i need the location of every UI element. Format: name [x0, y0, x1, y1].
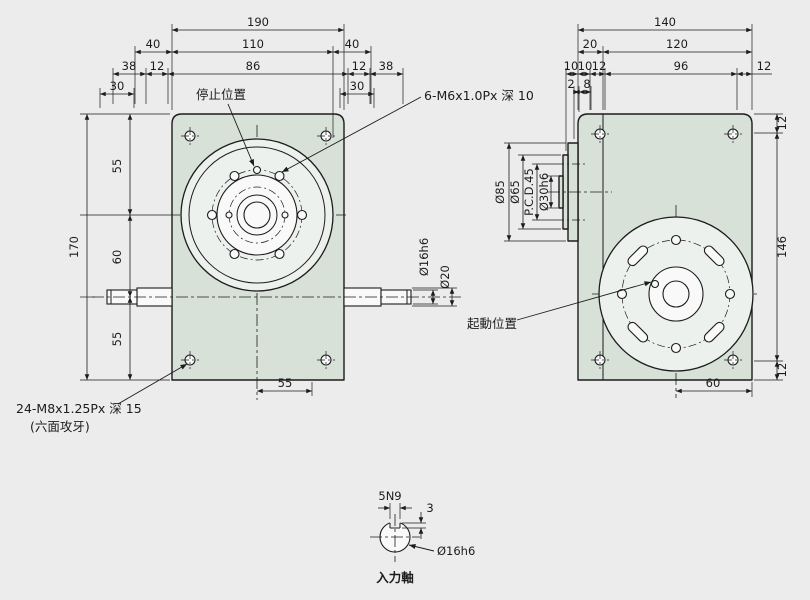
- dim-shaft-dia-20: Ø20: [438, 265, 452, 289]
- dim-12-b: 12: [757, 59, 772, 73]
- dim-2: 2: [567, 77, 574, 91]
- dim-12-top: 12: [775, 116, 789, 131]
- label-m8-note: (六面攻牙): [30, 419, 90, 434]
- dim-pcd-45: P.C.D.45: [522, 168, 536, 216]
- detail-dimension-lines: [378, 505, 424, 539]
- dim-60: 60: [110, 250, 124, 265]
- dim-12-left: 12: [150, 59, 165, 73]
- front-leaders: [117, 96, 422, 405]
- dim-dia-85: Ø85: [493, 180, 507, 204]
- dim-10-b: 10: [578, 59, 593, 73]
- side-circular-face: [598, 216, 754, 372]
- dim-bottom-55: 55: [278, 376, 293, 390]
- dim-38-left: 38: [122, 59, 137, 73]
- dim-dia-65: Ø65: [508, 180, 522, 204]
- dim-input-dia: Ø16h6: [437, 544, 475, 558]
- label-start-position: 起動位置: [467, 316, 517, 331]
- dim-38-right: 38: [379, 59, 394, 73]
- label-m8-holes: 24-M8x1.25Px 深 15: [16, 401, 142, 416]
- dim-120: 120: [666, 37, 688, 51]
- dim-30-left: 30: [110, 79, 125, 93]
- dim-key-5n9: 5N9: [378, 489, 401, 503]
- dim-110: 110: [242, 37, 264, 51]
- dim-10-a: 10: [564, 59, 579, 73]
- front-output-flange: [180, 138, 334, 292]
- side-view: 140 20 120 10 10 12 96 12 2 8 Ø85 Ø65 P.…: [467, 15, 789, 398]
- dim-dia-30h6: Ø30h6: [537, 173, 551, 211]
- dim-key-depth-3: 3: [426, 501, 433, 515]
- start-position-leader: [516, 281, 652, 321]
- keyway: [389, 522, 401, 529]
- label-stop-position: 停止位置: [196, 87, 246, 102]
- dim-170: 170: [67, 236, 81, 258]
- front-dimension-lines: [84, 27, 455, 394]
- label-m6-holes: 6-M6x1.0Px 深 10: [424, 88, 534, 103]
- dim-8: 8: [583, 77, 590, 91]
- dim-shaft-dia-16: Ø16h6: [417, 238, 431, 276]
- dim-20: 20: [583, 37, 598, 51]
- dim-40-right: 40: [345, 37, 360, 51]
- dim-96: 96: [674, 59, 689, 73]
- dim-30-right: 30: [350, 79, 365, 93]
- side-output-hub: [548, 142, 612, 242]
- dim-55-top: 55: [110, 159, 124, 174]
- start-position-hole: [650, 279, 660, 289]
- dim-140: 140: [654, 15, 676, 29]
- label-input-shaft: 入力軸: [376, 570, 414, 585]
- input-shaft-detail: 5N9 3 Ø16h6 入力軸: [370, 489, 475, 585]
- input-dia-leader: [408, 543, 435, 552]
- dim-55-bottom: 55: [110, 332, 124, 347]
- side-dimension-lines: [506, 27, 780, 394]
- dim-190: 190: [247, 15, 269, 29]
- dim-12-a: 12: [592, 59, 607, 73]
- side-extension-lines: [504, 24, 783, 397]
- dim-12-right: 12: [352, 59, 367, 73]
- stop-position-hole: [252, 165, 262, 175]
- dim-60: 60: [706, 376, 721, 390]
- dim-40-left: 40: [146, 37, 161, 51]
- dim-12-bottom: 12: [775, 363, 789, 378]
- dim-86: 86: [246, 59, 261, 73]
- front-view: 190 40 110 40 38 12 86 12 38 30 30 55 60…: [16, 15, 534, 434]
- dim-146: 146: [775, 236, 789, 258]
